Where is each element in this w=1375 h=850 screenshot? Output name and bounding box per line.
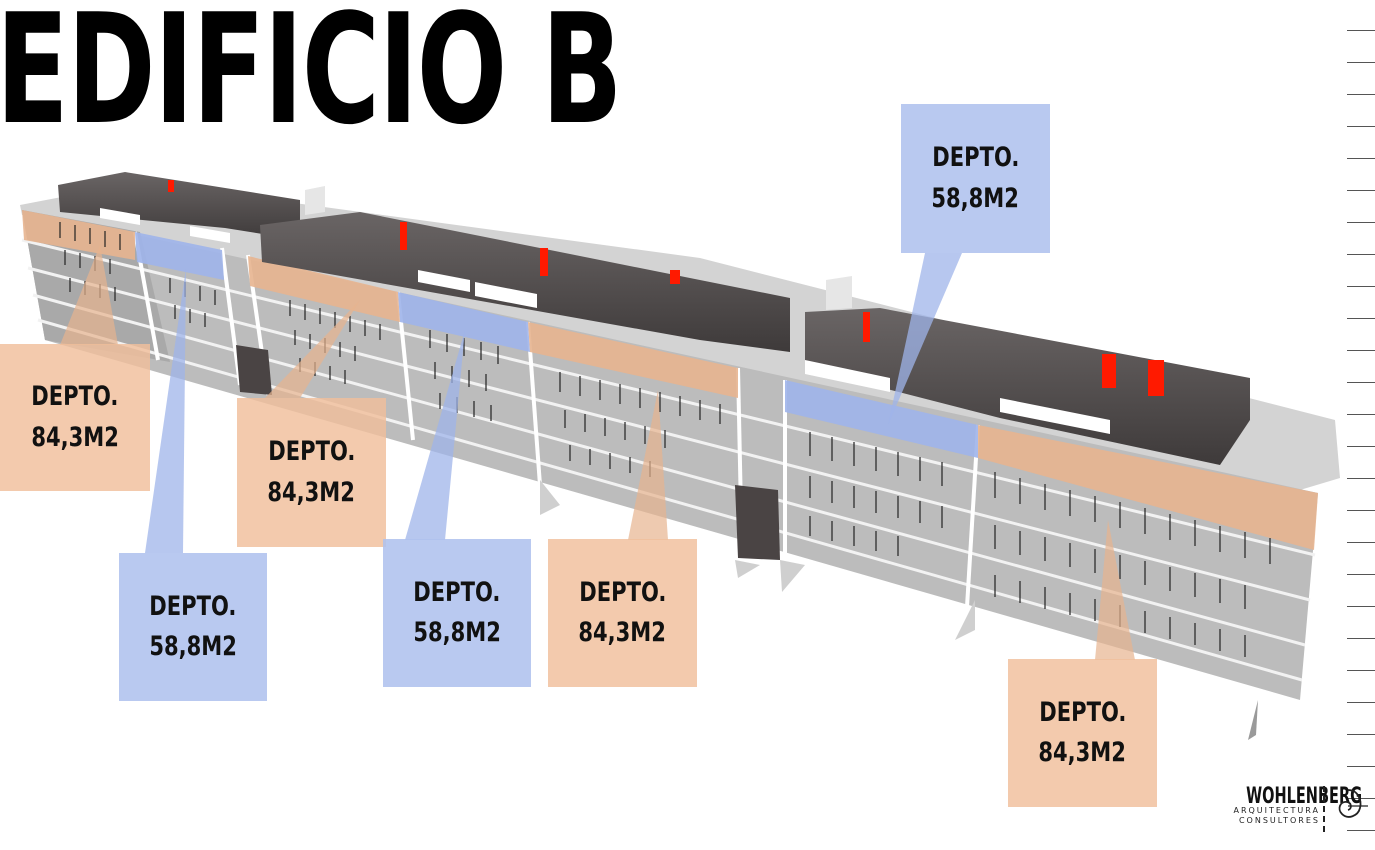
ruler-tick xyxy=(1347,798,1375,799)
highlight-orange-4 xyxy=(978,425,1318,550)
rooftop-vent-2 xyxy=(826,276,852,310)
rooftop-white-panel-4 xyxy=(475,282,537,308)
stair-core-2 xyxy=(735,485,780,560)
unit-label-2-line2: 84,3M2 xyxy=(267,476,356,508)
unit-label-2: DEPTO. 84,3M2 xyxy=(237,398,386,547)
rooftop-red-accents xyxy=(168,180,1164,396)
rooftop-white-panel-5 xyxy=(805,360,890,392)
logo-spiral-icon xyxy=(1338,789,1368,818)
unit-label-4: DEPTO. 58,8M2 xyxy=(383,539,531,687)
wedge-6 xyxy=(888,253,962,425)
ruler-tick xyxy=(1347,574,1375,575)
ruler-tick xyxy=(1347,158,1375,159)
ruler-tick xyxy=(1347,62,1375,63)
rooftop-white-panel-3 xyxy=(418,270,470,292)
ruler-tick xyxy=(1347,766,1375,767)
ruler-tick xyxy=(1347,670,1375,671)
ruler-tick xyxy=(1347,414,1375,415)
ruler-tick xyxy=(1347,830,1375,831)
rooftop-white-panel-2 xyxy=(190,226,230,243)
ruler-tick xyxy=(1347,350,1375,351)
rooftop-vent-1 xyxy=(305,186,325,215)
logo-subtitle-1: ARQUITECTURA xyxy=(1233,806,1320,815)
ruler-tick xyxy=(1347,638,1375,639)
unit-label-7-line1: DEPTO. xyxy=(1038,696,1127,728)
unit-label-1-line1: DEPTO. xyxy=(31,381,119,412)
ruler-tick xyxy=(1347,254,1375,255)
page-title: EDIFICIO B xyxy=(0,0,623,158)
ruler-tick xyxy=(1347,510,1375,511)
ruler-tick xyxy=(1347,446,1375,447)
highlight-orange-3 xyxy=(528,322,738,398)
unit-label-7-line2: 84,3M2 xyxy=(1038,737,1127,768)
ruler-tick xyxy=(1347,702,1375,703)
highlight-orange-2 xyxy=(248,256,400,322)
rooftop-white-panel-1 xyxy=(100,208,140,225)
rooftop-white-panel-6 xyxy=(1000,398,1110,434)
logo-divider xyxy=(1323,786,1325,832)
highlight-orange-1 xyxy=(22,210,135,260)
wedge-7 xyxy=(1095,520,1135,660)
ruler-tick xyxy=(1347,734,1375,735)
facade-shadow-1 xyxy=(540,480,560,515)
stair-core-1 xyxy=(236,345,272,395)
unit-label-3: DEPTO. 58,8M2 xyxy=(119,553,267,701)
unit-label-6: DEPTO. 58,8M2 xyxy=(901,104,1050,253)
margin-ruler-marks xyxy=(1345,0,1375,850)
unit-label-2-line1: DEPTO. xyxy=(267,436,356,467)
ruler-tick xyxy=(1347,606,1375,607)
ruler-tick xyxy=(1347,30,1375,31)
highlight-blue-3 xyxy=(785,380,978,458)
facade-shadow-3 xyxy=(780,560,805,592)
unit-label-3-line1: DEPTO. xyxy=(149,590,237,622)
facade-shadow-5 xyxy=(1248,700,1258,740)
facade-shadow-2 xyxy=(735,560,760,578)
wedge-3 xyxy=(265,300,360,398)
facade-shadow-4 xyxy=(955,600,975,640)
ruler-tick xyxy=(1347,286,1375,287)
unit-label-5-line2: 84,3M2 xyxy=(578,617,667,648)
wedge-1 xyxy=(60,245,118,345)
company-logo: WOHLENBERG ARQUITECTURA CONSULTORES xyxy=(1206,784,1371,836)
ruler-tick xyxy=(1347,478,1375,479)
unit-label-6-line1: DEPTO. xyxy=(931,142,1020,173)
unit-label-5-line1: DEPTO. xyxy=(578,576,667,608)
unit-label-3-line2: 58,8M2 xyxy=(149,631,237,662)
wedge-2 xyxy=(145,268,186,553)
unit-label-6-line2: 58,8M2 xyxy=(931,182,1020,214)
highlight-blue-2 xyxy=(398,292,530,352)
ruler-tick xyxy=(1347,382,1375,383)
facade xyxy=(22,210,1318,700)
highlight-blue-1 xyxy=(135,232,224,280)
wedge-5 xyxy=(628,390,668,540)
unit-label-5: DEPTO. 84,3M2 xyxy=(548,539,697,687)
ruler-tick xyxy=(1347,126,1375,127)
ruler-tick xyxy=(1347,318,1375,319)
logo-subtitle-2: CONSULTORES xyxy=(1238,816,1320,825)
ruler-tick xyxy=(1347,94,1375,95)
unit-label-1: DEPTO. 84,3M2 xyxy=(0,344,150,491)
callout-wedges xyxy=(60,245,1135,660)
unit-highlights xyxy=(22,210,1318,550)
unit-label-4-line2: 58,8M2 xyxy=(413,617,501,648)
ruler-tick xyxy=(1347,222,1375,223)
ruler-tick xyxy=(1347,542,1375,543)
unit-label-4-line1: DEPTO. xyxy=(413,576,501,608)
unit-label-7: DEPTO. 84,3M2 xyxy=(1008,659,1157,807)
unit-label-1-line2: 84,3M2 xyxy=(31,421,119,453)
wedge-4 xyxy=(405,330,465,540)
ruler-tick xyxy=(1347,190,1375,191)
